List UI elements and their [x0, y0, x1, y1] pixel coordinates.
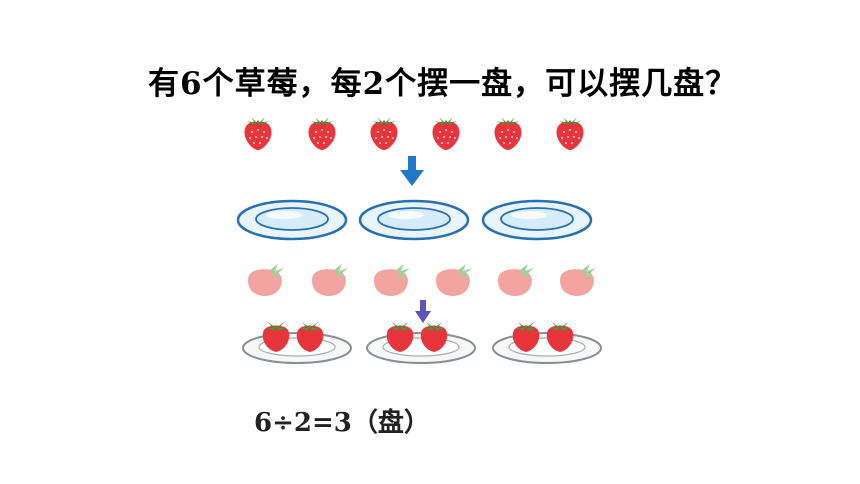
- division-equation: 6÷2=3（盘）: [254, 408, 430, 438]
- strawberry-icon: [262, 322, 290, 352]
- plate-icon: [358, 199, 470, 241]
- faded-strawberry-icon: [374, 264, 410, 296]
- strawberry-icon: [556, 117, 584, 150]
- arrow-down-icon: [400, 156, 424, 186]
- strawberry-icon: [546, 322, 574, 352]
- faded-strawberry-icon: [312, 264, 348, 296]
- strawberry-icon: [512, 322, 540, 352]
- strawberry-icon: [494, 117, 522, 150]
- strawberry-icon: [308, 117, 336, 150]
- plate-with-strawberries: [492, 322, 602, 364]
- faded-strawberry-icon: [248, 264, 284, 296]
- plate-with-strawberries: [366, 322, 476, 364]
- strawberry-icon: [244, 117, 272, 150]
- strawberry-icon: [420, 322, 448, 352]
- strawberry-icon: [296, 322, 324, 352]
- plate-icon: [236, 199, 348, 241]
- faded-strawberry-icon: [498, 264, 534, 296]
- faded-strawberry-icon: [560, 264, 596, 296]
- strawberry-icon: [370, 117, 398, 150]
- strawberry-icon: [432, 117, 460, 150]
- faded-strawberry-icon: [436, 264, 472, 296]
- strawberry-icon: [386, 322, 414, 352]
- plate-with-strawberries: [242, 322, 352, 364]
- arrow-down-icon: [415, 300, 431, 323]
- plate-icon: [481, 199, 593, 241]
- question-text: 有6个草莓，每2个摆一盘，可以摆几盘？: [148, 66, 738, 102]
